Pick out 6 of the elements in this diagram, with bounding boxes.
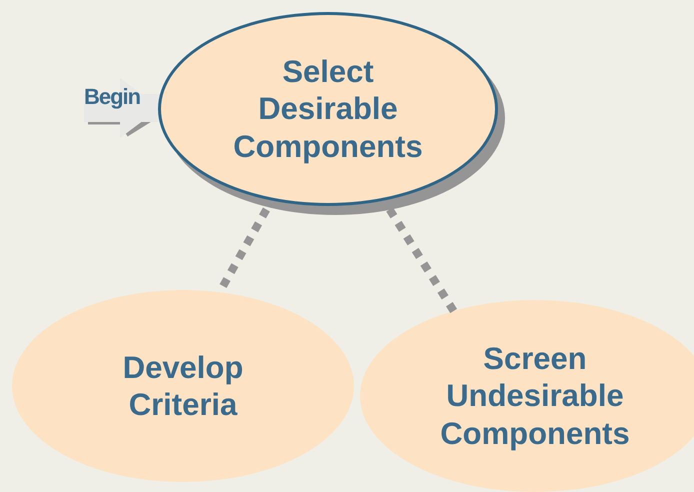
node-label: Develop Criteria (122, 348, 244, 424)
node-label: Select Desirable Components (232, 53, 424, 165)
edge-label: Begin (84, 84, 140, 110)
node-label: Screen Undesirable Components (439, 340, 631, 452)
dotted-connector (386, 207, 458, 314)
begin-arrow (84, 78, 160, 138)
